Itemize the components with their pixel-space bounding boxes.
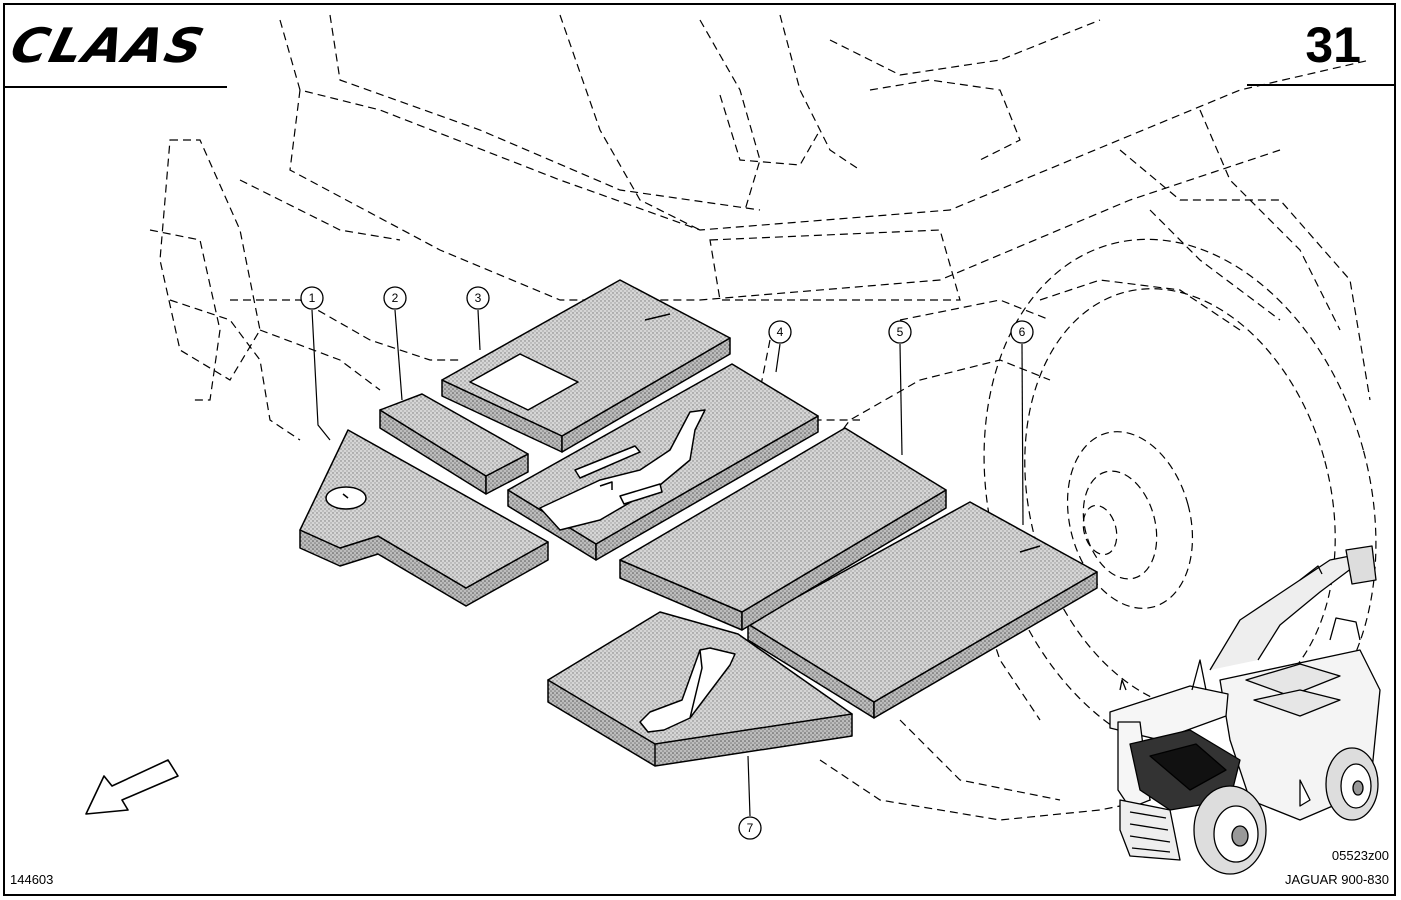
- callout-5: 5: [888, 320, 912, 344]
- callout-label: 5: [897, 325, 904, 339]
- callout-label: 6: [1019, 325, 1026, 339]
- model-name: JAGUAR 900-830: [1284, 872, 1389, 887]
- panel-4: [507, 363, 819, 561]
- page-number-underline: [1247, 84, 1396, 86]
- panel-3: [441, 279, 731, 453]
- callout-label: 1: [309, 291, 316, 305]
- callout-leaders: [311, 309, 1024, 817]
- panel-6: [747, 501, 1098, 719]
- brand-underline: [3, 86, 227, 88]
- panel-1: [299, 429, 549, 607]
- callout-4: 4: [768, 320, 792, 344]
- callout-2: 2: [383, 286, 407, 310]
- panel-2: [379, 393, 529, 495]
- callout-label: 3: [475, 291, 482, 305]
- callout-label: 4: [777, 325, 784, 339]
- callout-label: 7: [747, 821, 754, 835]
- callout-6: 6: [1010, 320, 1034, 344]
- arrow-down-left-icon: [85, 759, 179, 815]
- callout-label: 2: [392, 291, 399, 305]
- panel-5: [619, 427, 947, 631]
- page-number: 31: [1305, 17, 1361, 73]
- drawing-number: 144603: [10, 872, 54, 887]
- image-code: 05523z00: [1331, 848, 1389, 863]
- panel-7: [547, 611, 853, 767]
- forage-harvester-icon: [1109, 545, 1381, 875]
- sheet-frame: [3, 3, 1396, 896]
- callout-7: 7: [738, 816, 762, 840]
- callout-1: 1: [300, 286, 324, 310]
- callout-3: 3: [466, 286, 490, 310]
